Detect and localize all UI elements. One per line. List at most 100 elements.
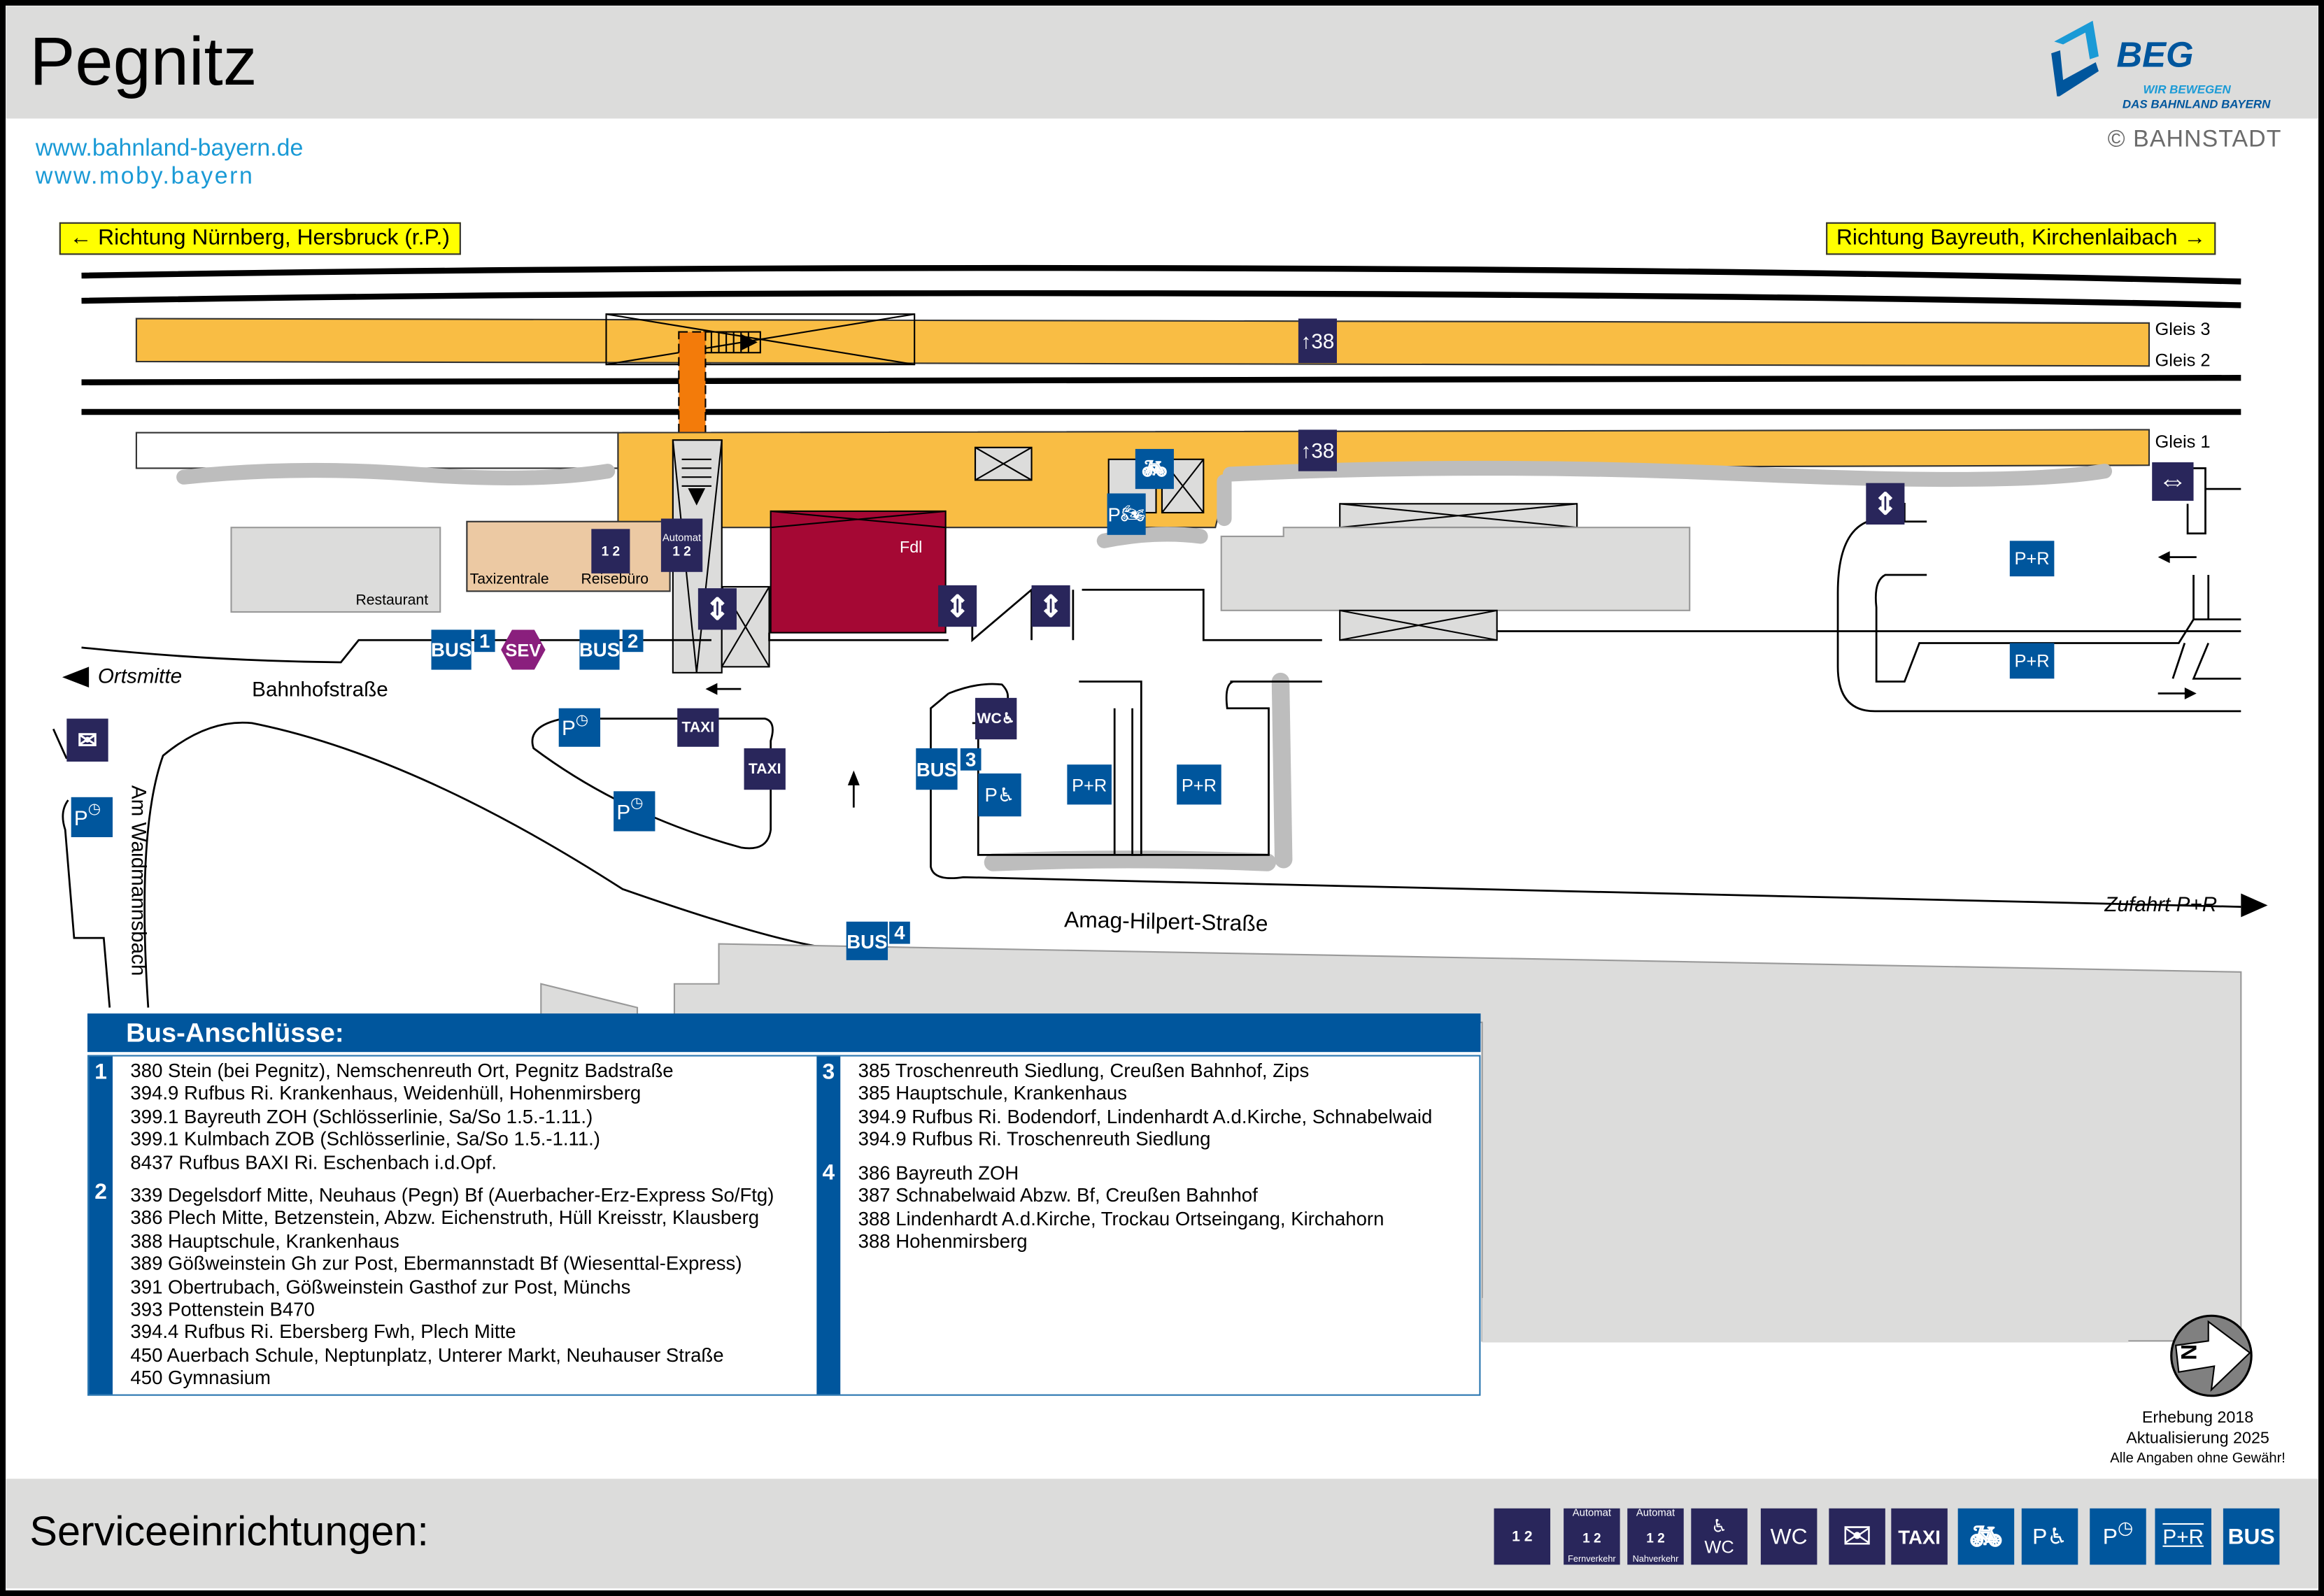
short-term-parking-icon: P◷ bbox=[2090, 1508, 2146, 1565]
bus-icon: BUS bbox=[2223, 1508, 2280, 1565]
platform-height-sign: ↑38 bbox=[1298, 318, 1337, 364]
bus-line: 386 Bayreuth ZOH bbox=[858, 1161, 1019, 1184]
station-map bbox=[52, 264, 2268, 1397]
bus-group-2: 339 Degelsdorf Mitte, Neuhaus (Pegn) Bf … bbox=[130, 1184, 774, 1390]
accessible-wc-icon: ♿︎WC bbox=[1691, 1508, 1748, 1565]
ticket-machine-icon: 1 2 bbox=[672, 543, 691, 558]
clock-icon: ◷ bbox=[87, 801, 101, 818]
bus-stop-3-number: 3 bbox=[960, 748, 982, 771]
access-updown-icon: ⇕ bbox=[1031, 585, 1070, 627]
bus-group-3-number: 3 bbox=[822, 1059, 835, 1085]
bus-line: 386 Plech Mitte, Betzenstein, Abzw. Eich… bbox=[130, 1206, 760, 1230]
bus-line: 388 Lindenhardt A.d.Kirche, Trockau Orts… bbox=[858, 1207, 1384, 1230]
short-term-parking-sign: P◷ bbox=[71, 797, 113, 838]
bus-line: 394.9 Rufbus Ri. Krankenhaus, Weidenhüll… bbox=[130, 1082, 642, 1105]
post-icon: ✉ bbox=[66, 718, 108, 762]
bus-line: 385 Hauptschule, Krankenhaus bbox=[858, 1082, 1127, 1105]
accessible-parking-sign: P♿︎ bbox=[978, 773, 1021, 817]
link-moby-bayern[interactable]: www.moby.bayern bbox=[35, 164, 255, 190]
park-and-ride-sign: P+R bbox=[1177, 764, 1221, 805]
sev-replacement-bus-sign: SEV bbox=[501, 629, 546, 670]
hedge bbox=[1222, 460, 2113, 487]
zufahrt-pr-label: Zufahrt P+R bbox=[2104, 892, 2218, 916]
fdl-building bbox=[770, 510, 947, 634]
park-and-ride-sign: P+R bbox=[2009, 643, 2055, 679]
bus-line: 394.9 Rufbus Ri. Troschenreuth Siedlung bbox=[858, 1127, 1211, 1150]
canopy-structure bbox=[605, 313, 916, 366]
bus-line: 339 Degelsdorf Mitte, Neuhaus (Pegn) Bf … bbox=[130, 1183, 774, 1206]
bus-line: 380 Stein (bei Pegnitz), Nemschenreuth O… bbox=[130, 1059, 674, 1082]
ticket-office-icon: 1 2 bbox=[591, 529, 630, 573]
bus-line: 385 Troschenreuth Siedlung, Creußen Bahn… bbox=[858, 1059, 1310, 1082]
header-bar bbox=[6, 6, 2318, 119]
restaurant-building bbox=[230, 527, 441, 613]
track-line bbox=[81, 290, 2241, 308]
link-bahnland-bayern[interactable]: www.bahnland-bayern.de bbox=[35, 136, 304, 162]
bus-line: 450 Auerbach Schule, Neptunplatz, Untere… bbox=[130, 1344, 724, 1367]
reisebuero-label: Reisebüro bbox=[581, 571, 649, 589]
warehouse-building bbox=[1220, 527, 1691, 611]
accessible-parking-icon: P♿︎ bbox=[2021, 1508, 2078, 1565]
taxizentrale-label: Taxizentrale bbox=[469, 571, 549, 589]
post-icon: ✉ bbox=[1829, 1508, 1885, 1565]
bus-line: 388 Hohenmirsberg bbox=[858, 1230, 1028, 1253]
bus-line: 399.1 Bayreuth ZOH (Schlösserlinie, Sa/S… bbox=[130, 1105, 593, 1127]
gleis-2-label: Gleis 2 bbox=[2155, 349, 2211, 371]
ticket-office-icon: 1 2 bbox=[1494, 1508, 1551, 1565]
bus-line: 391 Obertrubach, Gößweinstein Gasthof zu… bbox=[130, 1275, 631, 1298]
beg-tagline-1: WIR BEWEGEN bbox=[2143, 83, 2231, 97]
hedge bbox=[176, 462, 616, 485]
update-year: Aktualisierung 2025 bbox=[2126, 1430, 2269, 1448]
hedge bbox=[1271, 672, 1293, 869]
roof-cross bbox=[1340, 503, 1578, 529]
bus-connections-body: 1 380 Stein (bei Pegnitz), Nemschenreuth… bbox=[87, 1055, 1481, 1396]
bus-stop-3-sign: BUS bbox=[916, 748, 958, 790]
bus-stop-2-sign: BUS bbox=[579, 629, 620, 670]
motorbike-parking-icon: P🏍︎ bbox=[1107, 493, 1146, 535]
short-term-parking-sign: P◷ bbox=[558, 708, 601, 747]
bus-column-left: 1 380 Stein (bei Pegnitz), Nemschenreuth… bbox=[89, 1056, 815, 1395]
ortsmitte-arrow-icon bbox=[62, 667, 90, 688]
gray-area bbox=[1482, 1297, 2129, 1343]
bicycle-parking-icon: 🚲︎ bbox=[1135, 448, 1174, 490]
wc-icon: WC bbox=[1760, 1508, 1818, 1565]
survey-year: Erhebung 2018 bbox=[2141, 1409, 2254, 1427]
beg-logo-icon bbox=[2051, 20, 2099, 97]
amag-hilpert-strasse-label: Amag-Hilpert-Straße bbox=[1063, 907, 1268, 937]
map-frame: Pegnitz BEG WIR BEWEGEN DAS BAHNLAND BAY… bbox=[6, 6, 2318, 1590]
bus-stop-1-sign: BUS bbox=[431, 629, 472, 670]
automat-label: Automat bbox=[662, 532, 702, 543]
am-waidmannsbach-label: Am Waidmannsbach bbox=[127, 785, 152, 976]
traffic-arrows bbox=[62, 551, 2268, 918]
zufahrt-arrow-icon bbox=[2241, 893, 2268, 918]
bahnstadt-copyright: © BAHNSTADT bbox=[2107, 127, 2282, 153]
short-term-parking-sign: P◷ bbox=[614, 791, 656, 832]
beg-logo-text: BEG bbox=[2116, 35, 2194, 76]
ticket-machine-sign: Automat 1 2 bbox=[660, 518, 703, 572]
bus-line: 389 Gößweinstein Gh zur Post, Ebermannst… bbox=[130, 1252, 742, 1275]
taxi-stand-sign: TAXI bbox=[744, 748, 786, 790]
hedge bbox=[984, 850, 1277, 871]
direction-west-sign: ← Richtung Nürnberg, Hersbruck (r.P.) bbox=[59, 222, 460, 255]
bus-group-4: 386 Bayreuth ZOH 387 Schnabelwaid Abzw. … bbox=[858, 1162, 1384, 1253]
beg-logo: BEG WIR BEWEGEN DAS BAHNLAND BAYERN bbox=[2048, 15, 2286, 115]
bus-line: 399.1 Kulmbach ZOB (Schlösserlinie, Sa/S… bbox=[130, 1127, 600, 1150]
clock-icon: ◷ bbox=[630, 795, 644, 812]
clock-icon: ◷ bbox=[575, 711, 589, 729]
bus-line: 394.9 Rufbus Ri. Bodendorf, Lindenhardt … bbox=[858, 1105, 1433, 1127]
track-line bbox=[81, 264, 2241, 285]
access-leftright-icon: ⇔ bbox=[2152, 462, 2194, 501]
stairs-lower bbox=[681, 458, 711, 506]
platform-height-value: 38 bbox=[1311, 439, 1335, 463]
bus-connections-panel: Bus-Anschlüsse: 1 380 Stein (bei Pegnitz… bbox=[87, 1013, 1481, 1396]
map-stage: Pegnitz BEG WIR BEWEGEN DAS BAHNLAND BAY… bbox=[6, 6, 2318, 1590]
bus-group-4-number: 4 bbox=[822, 1160, 835, 1185]
platform-height-sign: ↑38 bbox=[1298, 429, 1337, 471]
bus-stop-4-sign: BUS bbox=[846, 921, 888, 960]
bus-line: 394.4 Rufbus Ri. Ebersberg Fwh, Plech Mi… bbox=[130, 1320, 516, 1344]
gleis-1-label: Gleis 1 bbox=[2155, 431, 2211, 453]
disclaimer: Alle Angaben ohne Gewähr! bbox=[2110, 1451, 2286, 1467]
access-updown-icon: ⇕ bbox=[938, 585, 977, 627]
gleis-3-label: Gleis 3 bbox=[2155, 318, 2211, 340]
